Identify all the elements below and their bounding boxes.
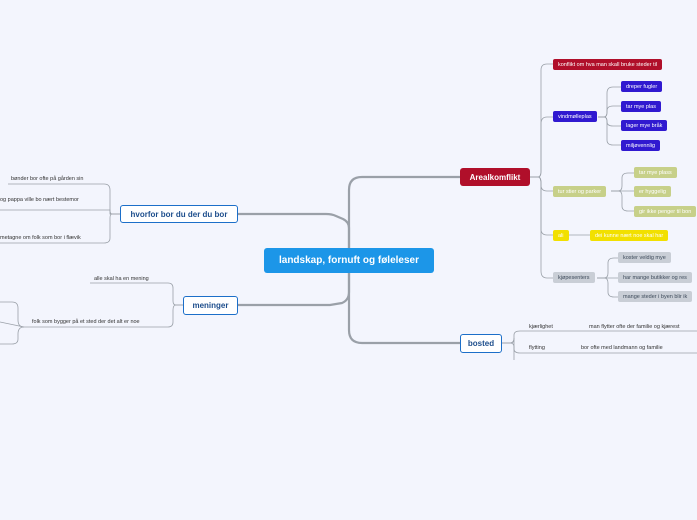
item-miljovennlig[interactable]: miljøvennlig bbox=[621, 140, 661, 151]
item-mange-steder[interactable]: mange steder i byen blir ik bbox=[618, 291, 693, 302]
item-koster-veldig-mye[interactable]: koster veldig mye bbox=[618, 252, 671, 263]
item-kjaerlighet-text[interactable]: man flytter ofte der familie og kjærest bbox=[589, 324, 680, 330]
item-konflikt[interactable]: konflikt om hva man skall bruke steder t… bbox=[553, 59, 663, 70]
item-lager-mye-brak[interactable]: lager mye bråk bbox=[621, 120, 668, 131]
topic-meninger[interactable]: meninger bbox=[183, 296, 238, 315]
item-tar-mye-plas[interactable]: tar mye plas bbox=[621, 101, 661, 112]
item-dreper-fugler[interactable]: dreper fugler bbox=[621, 81, 663, 92]
subtopic-kjopesenters[interactable]: kjøpesenters bbox=[553, 272, 595, 283]
subtopic-tur-stier[interactable]: tur stier og parker bbox=[553, 186, 607, 197]
item-folk-bygger[interactable]: folk som bygger på et sted der det alt e… bbox=[32, 319, 140, 325]
subtopic-ali[interactable]: ali bbox=[553, 230, 569, 241]
item-flytting-text[interactable]: bor ofte med landmann og familie bbox=[581, 345, 663, 351]
subtopic-vindmolleplas[interactable]: vindmølleplas bbox=[553, 111, 597, 122]
item-gir-ikke-penger[interactable]: gir ikke penger til bon bbox=[634, 206, 697, 217]
item-mange-butikker[interactable]: har mange butikker og res bbox=[618, 272, 692, 283]
item-kjaerlighet[interactable]: kjærlighet bbox=[529, 324, 553, 330]
item-flytting[interactable]: flytting bbox=[529, 345, 545, 351]
topic-hvorfor-bor-du[interactable]: hvorfor bor du der du bor bbox=[120, 205, 238, 223]
item-dei-kunne[interactable]: dei kunne nært noe skal har bbox=[590, 230, 669, 241]
item-er-hyggelig[interactable]: er hyggelig bbox=[634, 186, 671, 197]
item-pappa-bestemor[interactable]: og pappa ville bo nært bestemor bbox=[0, 197, 79, 203]
item-alle-mening[interactable]: alle skal ha en mening bbox=[94, 276, 149, 282]
item-metagne[interactable]: metagne om folk som bor i flævik bbox=[0, 235, 81, 241]
item-bonder[interactable]: bønder bor ofte på gården sin bbox=[11, 176, 84, 182]
topic-arealkonflikt[interactable]: Arealkomflikt bbox=[460, 168, 530, 186]
topic-bosted[interactable]: bosted bbox=[460, 334, 502, 353]
central-topic[interactable]: landskap, fornuft og føleleser bbox=[264, 248, 434, 273]
item-tar-mye-plass[interactable]: tar mye plass bbox=[634, 167, 677, 178]
